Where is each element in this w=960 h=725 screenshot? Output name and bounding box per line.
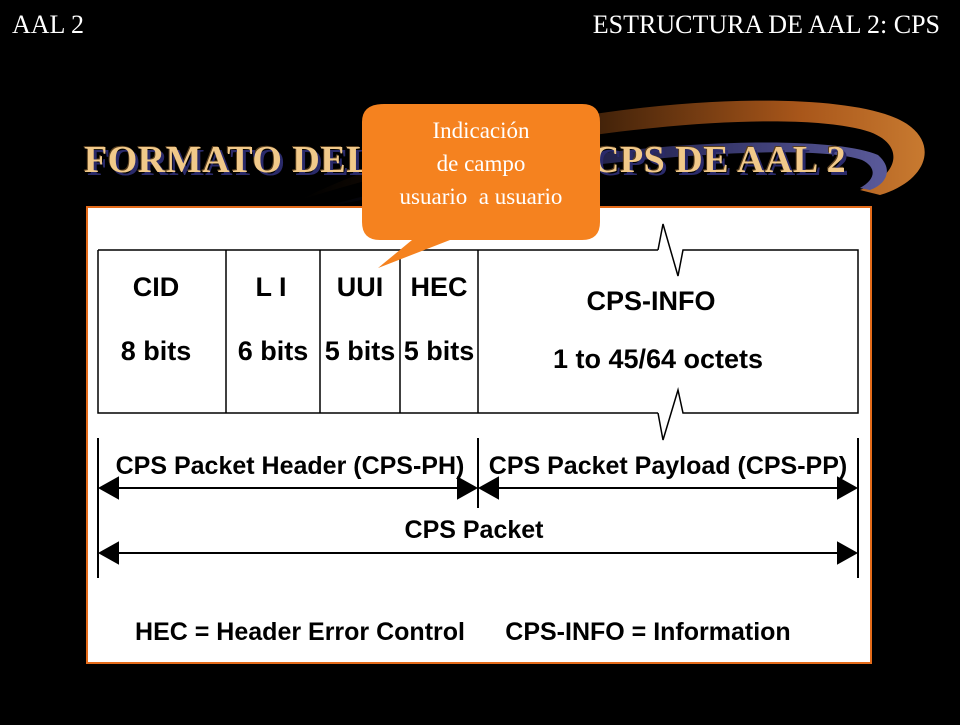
header-left: AAL 2 <box>12 10 84 39</box>
field-name-cps-info: CPS-INFO <box>586 286 715 316</box>
cps-packet-figure: CID 8 bits L I 6 bits UUI 5 bits HEC 5 b… <box>86 206 872 664</box>
title-left: FORMATO DEL <box>84 139 373 181</box>
field-size-hec: 5 bits <box>404 336 475 366</box>
field-size-li: 6 bits <box>238 336 309 366</box>
legend-cps-info: CPS-INFO = Information <box>505 618 790 646</box>
field-size-cps-info: 1 to 45/64 octets <box>553 344 763 374</box>
field-name-hec: HEC <box>410 272 467 302</box>
range-header-label: CPS Packet Header (CPS-PH) <box>116 452 465 480</box>
field-size-cid: 8 bits <box>121 336 192 366</box>
decorative-swoosh <box>300 100 925 208</box>
field-boxes <box>97 223 859 441</box>
field-name-li: L I <box>255 272 286 302</box>
header-right: ESTRUCTURA DE AAL 2: CPS <box>592 10 940 39</box>
range-payload-label: CPS Packet Payload (CPS-PP) <box>489 452 847 480</box>
title-right: CPS DE AAL 2 <box>592 139 847 181</box>
range-packet-label: CPS Packet <box>405 516 545 544</box>
field-size-uui: 5 bits <box>325 336 396 366</box>
field-name-cid: CID <box>133 272 180 302</box>
range-arrows <box>97 438 859 578</box>
field-name-uui: UUI <box>337 272 384 302</box>
legend-hec: HEC = Header Error Control <box>135 618 465 646</box>
